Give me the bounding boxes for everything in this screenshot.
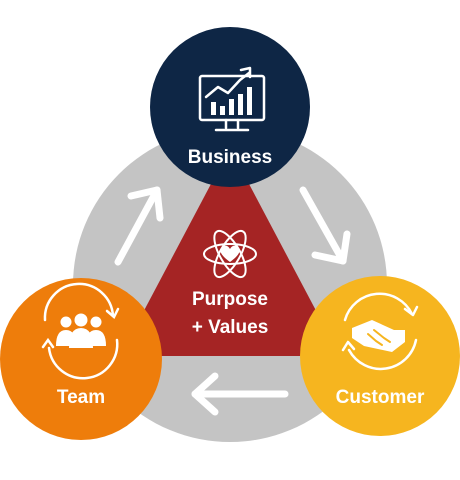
arrow-business-to-customer	[299, 186, 351, 265]
team-node	[0, 278, 162, 440]
arrow-team-to-business	[114, 186, 164, 266]
arrow-customer-to-team	[191, 372, 289, 416]
center-label-line2: + Values	[192, 317, 269, 338]
handshake-cycle-icon	[341, 292, 419, 371]
customer-node	[300, 276, 460, 436]
customer-label: Customer	[336, 387, 425, 408]
center-label-line1: Purpose	[192, 289, 268, 310]
business-label: Business	[188, 147, 272, 168]
team-cycle-icon	[41, 282, 120, 380]
atom-heart-icon	[203, 229, 257, 279]
chart-monitor-icon	[198, 66, 266, 132]
team-label: Team	[57, 387, 105, 408]
